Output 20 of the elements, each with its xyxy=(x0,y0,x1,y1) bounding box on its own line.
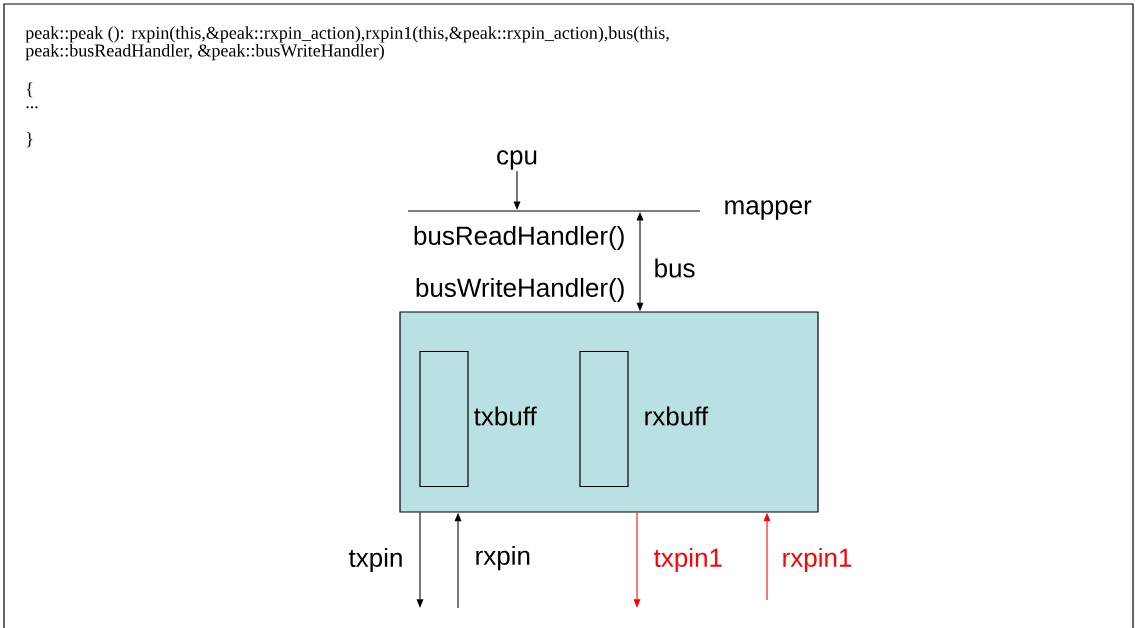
cpu-label: cpu xyxy=(497,150,537,170)
pin-label: txpin1 xyxy=(654,547,722,573)
arrow xyxy=(416,512,424,608)
pin-label: bus xyxy=(655,258,695,278)
code-text: { xyxy=(26,82,33,98)
pin-label: rxpin xyxy=(476,545,530,571)
code-text: ... xyxy=(26,106,38,109)
text-label: mapper xyxy=(725,200,812,220)
handler-label: busReadHandler() xyxy=(414,225,624,251)
arrow xyxy=(633,512,641,608)
pin-label: txpin xyxy=(348,547,402,573)
device-box xyxy=(399,311,819,513)
text-label: rxbuff xyxy=(645,406,709,426)
code-text: } xyxy=(26,132,33,148)
buffer-box xyxy=(419,350,469,488)
buffer-box xyxy=(579,350,629,488)
code-text: peak::peak (): rxpin(this,&peak::rxpin_action),rxpin1(this,&peak::rxpin_action),bus(this, peak::busReadHandler, &peak::busWriteHandler) xyxy=(25,26,669,61)
pin-label: rxpin1 xyxy=(783,547,852,573)
handler-label: busWriteHandler() xyxy=(416,277,624,303)
text-label: txbuff xyxy=(474,406,537,426)
